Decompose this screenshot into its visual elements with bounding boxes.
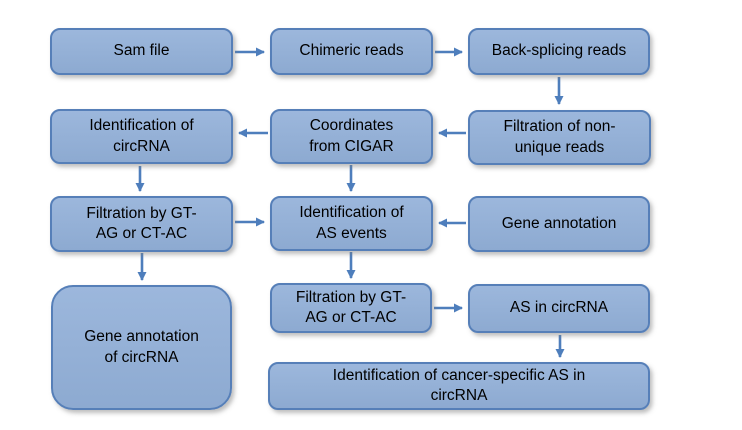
box-identification-of-circrna: Identification of circRNA <box>50 109 233 164</box>
box-sam-file-label: Sam file <box>113 42 170 60</box>
box-gene-annotation-of-circrna-label: Gene annotation of circRNA <box>84 328 199 366</box>
box-filtration-by-gt-ag-or-ct-ac-1: Filtration by GT- AG or CT-AC <box>50 196 233 252</box>
box-filtration-of-non-unique-reads-label: Filtration of non- unique reads <box>503 118 616 156</box>
box-filtration-by-gt-ag-or-ct-ac-1-label: Filtration by GT- AG or CT-AC <box>86 204 197 242</box>
box-as-in-circrna: AS in circRNA <box>468 284 650 333</box>
box-gene-annotation-of-circrna: Gene annotation of circRNA <box>51 285 232 410</box>
box-gene-annotation: Gene annotation <box>468 196 650 252</box>
box-identification-of-cancer-specific-as-in-circrna-label: Identification of cancer-specific AS in … <box>332 366 586 404</box>
box-back-splicing-reads-label: Back-splicing reads <box>491 42 627 60</box>
box-back-splicing-reads: Back-splicing reads <box>468 28 650 75</box>
box-identification-of-as-events-label: Identification of AS events <box>299 204 404 242</box>
box-filtration-of-non-unique-reads: Filtration of non- unique reads <box>468 110 651 165</box>
box-identification-of-cancer-specific-as-in-circrna: Identification of cancer-specific AS in … <box>268 362 650 410</box>
box-filtration-by-gt-ag-or-ct-ac-2-label: Filtration by GT- AG or CT-AC <box>295 288 407 326</box>
box-coordinates-from-cigar: Coordinates from CIGAR <box>270 109 433 164</box>
box-identification-of-as-events: Identification of AS events <box>270 196 433 251</box>
box-chimeric-reads: Chimeric reads <box>270 28 433 75</box>
box-chimeric-reads-label: Chimeric reads <box>299 42 404 60</box>
box-identification-of-circrna-label: Identification of circRNA <box>89 117 194 155</box>
box-as-in-circrna-label: AS in circRNA <box>509 299 609 317</box>
box-gene-annotation-label: Gene annotation <box>501 214 617 232</box>
box-filtration-by-gt-ag-or-ct-ac-2: Filtration by GT- AG or CT-AC <box>270 283 432 333</box>
box-coordinates-from-cigar-label: Coordinates from CIGAR <box>309 117 394 155</box>
box-sam-file: Sam file <box>50 28 233 75</box>
